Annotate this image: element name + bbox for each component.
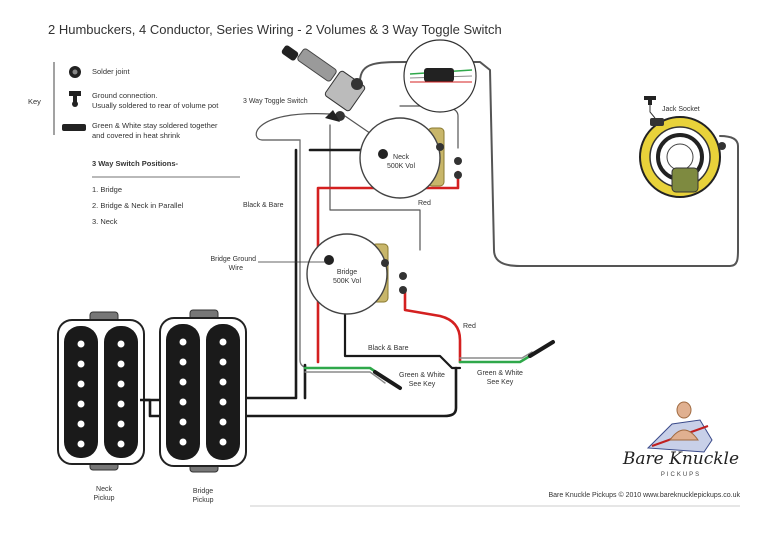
bridge-pickup-label-line2: Pickup [192,497,213,504]
key-label: Key [28,97,41,106]
red-wire-label-upper: Red [418,200,431,207]
green-white-label-right-line2: See Key [487,379,514,386]
key-heatshrink-line1: Green & White stay soldered together [92,121,218,130]
bridge-pickup-label-line1: Bridge [193,488,213,495]
toggle-switch-label: 3 Way Toggle Switch [243,98,308,105]
switch-position-1: 1. Bridge [92,185,122,194]
jack-socket-label: Jack Socket [662,106,700,113]
black-bare-label-lower: Black & Bare [368,345,409,352]
green-white-label-left-line2: See Key [409,381,436,388]
brand-logo: Bare Knuckle PICKUPS [622,401,739,478]
bridge-ground-label-line2: Wire [229,265,243,272]
heat-shrink-detail [403,39,477,113]
diagram-title: 2 Humbuckers, 4 Conductor, Series Wiring… [48,22,502,37]
switch-positions: 3 Way Switch Positions- 1. Bridge 2. Bri… [92,159,240,226]
neck-pot-label-line2: 500K Vol [387,163,415,170]
jack-socket [639,116,726,198]
bridge-pickup [159,309,247,473]
heat-shrink-icon [62,124,86,131]
bridge-ground-label-line1: Bridge Ground [210,256,256,263]
neck-pot-label-line1: Neck [393,154,409,161]
switch-positions-heading: 3 Way Switch Positions- [92,159,178,168]
neck-pickup [57,311,145,471]
toggle-switch [281,45,366,122]
neck-volume-pot [359,117,462,199]
neck-pickup-label-line2: Pickup [93,495,114,502]
green-white-label-left-line1: Green & White [399,372,445,379]
bridge-pot-label-line2: 500K Vol [333,278,361,285]
brand-logo-text: Bare Knuckle [622,449,739,469]
switch-position-2: 2. Bridge & Neck in Parallel [92,201,184,210]
key-ground-line2: Usually soldered to rear of volume pot [92,101,219,110]
key-legend: Key Solder joint Ground connection. Usua… [28,62,219,140]
brand-logo-subtext: PICKUPS [661,472,701,478]
neck-pickup-label-line1: Neck [96,486,112,493]
black-bare-label-upper: Black & Bare [243,202,284,209]
bridge-pot-label-line1: Bridge [337,269,357,276]
footer-credit: Bare Knuckle Pickups © 2010 www.bareknuc… [548,491,740,499]
ground-connection-icon [69,91,81,107]
key-solder-joint: Solder joint [92,67,130,76]
red-wire-label-lower: Red [463,323,476,330]
switch-position-3: 3. Neck [92,217,118,226]
jack-ground-icon [644,96,656,105]
key-ground-line1: Ground connection. [92,91,157,100]
green-white-label-right-line1: Green & White [477,370,523,377]
key-heatshrink-line2: and covered in heat shrink [92,131,180,140]
bridge-volume-pot [306,233,407,315]
solder-joint-icon [69,66,81,78]
wires [138,60,739,418]
